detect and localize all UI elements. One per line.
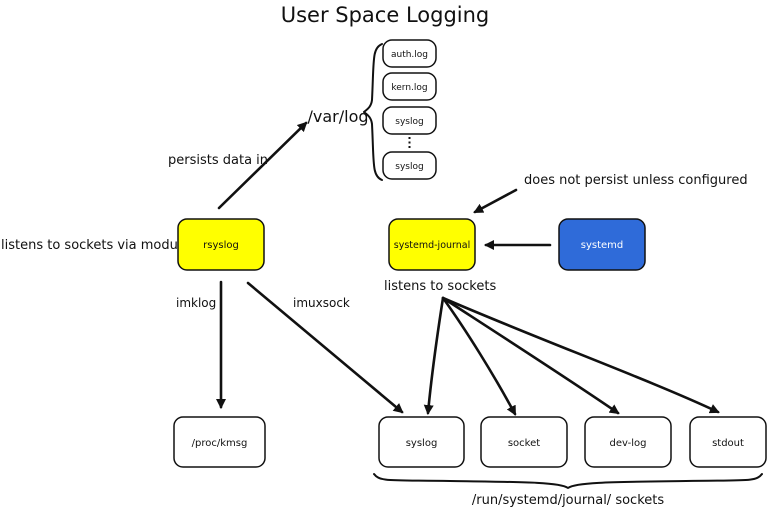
log-file-label: auth.log [391, 50, 428, 60]
node-proc-kmsg-label: /proc/kmsg [192, 438, 248, 449]
arrow-rsyslog-to-var-log [217, 121, 308, 210]
node-proc-kmsg[interactable]: /proc/kmsg [173, 416, 266, 468]
node-systemd[interactable]: systemd [558, 218, 646, 271]
arrow-journal-to-socket [441, 296, 517, 416]
socket-socket[interactable]: socket [480, 416, 568, 468]
var-log-brace [363, 43, 383, 181]
arrow-note-to-journal [473, 188, 518, 214]
log-file-kern[interactable]: kern.log [382, 72, 437, 101]
log-file-label: kern.log [391, 83, 427, 93]
node-systemd-journal-label: systemd-journal [394, 240, 471, 251]
log-file-auth[interactable]: auth.log [382, 39, 437, 68]
imuxsock-label: imuxsock [293, 296, 350, 310]
socket-syslog[interactable]: syslog [378, 416, 465, 468]
arrow-journal-to-stdout [441, 296, 720, 414]
run-sockets-label: /run/systemd/journal/ sockets [472, 493, 664, 508]
socket-dev-log[interactable]: dev-log [584, 416, 672, 468]
not-persist-label: does not persist unless configured [524, 173, 748, 188]
node-systemd-label: systemd [581, 240, 624, 251]
imklog-label: imklog [176, 296, 216, 310]
node-rsyslog-label: rsyslog [203, 240, 239, 251]
arrow-rsyslog-to-syslog-socket [246, 281, 404, 414]
socket-stdout[interactable]: stdout [689, 416, 767, 468]
log-file-label: syslog [395, 117, 423, 127]
persists-label: persists data in [168, 153, 268, 168]
sockets-brace [373, 473, 763, 489]
diagram-title: User Space Logging [281, 3, 490, 27]
listens-via-modules-label: listens to sockets via modules [1, 238, 196, 253]
socket-socket-label: socket [508, 438, 540, 449]
node-systemd-journal[interactable]: systemd-journal [388, 218, 476, 271]
arrow-journal-to-dev-log [441, 296, 620, 415]
node-rsyslog[interactable]: rsyslog [177, 218, 265, 271]
socket-dev-log-label: dev-log [609, 438, 646, 449]
log-file-syslog-rotated[interactable]: syslog [382, 151, 437, 180]
listens-sockets-label: listens to sockets [384, 279, 496, 294]
socket-stdout-label: stdout [712, 438, 744, 449]
var-log-label: /var/log [307, 107, 368, 126]
arrow-journal-to-syslog-socket [423, 296, 445, 415]
log-file-label: syslog [395, 162, 423, 172]
log-file-syslog[interactable]: syslog [382, 106, 437, 135]
socket-syslog-label: syslog [406, 438, 438, 449]
